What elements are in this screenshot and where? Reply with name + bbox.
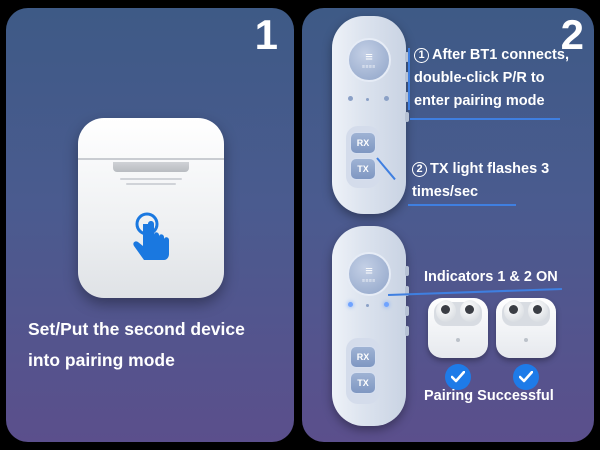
case-fine-print <box>120 178 182 180</box>
tap-hand-icon <box>133 212 169 260</box>
case-hinge <box>113 162 189 172</box>
indicators-label: Indicators 1 & 2 ON <box>424 269 558 285</box>
earbuds-case-2 <box>496 298 556 358</box>
side-button[interactable] <box>405 72 409 82</box>
check-icon <box>445 364 471 390</box>
indicator-led-1-on <box>348 302 353 307</box>
transmitter-device-bottom: ≡ ≡≡≡≡ RX TX <box>332 226 409 426</box>
step-number: 1 <box>254 11 278 58</box>
rx-button[interactable]: RX <box>350 132 376 154</box>
earbuds-case-1 <box>428 298 488 358</box>
rx-button[interactable]: RX <box>350 346 376 368</box>
brand-logo-icon: ≡ ≡≡≡≡ <box>347 38 391 82</box>
earbud-icon <box>504 300 524 322</box>
callout-1-underline <box>410 118 560 120</box>
case-lid-seam <box>78 158 224 160</box>
side-button[interactable] <box>405 266 409 276</box>
callout-2-text: TX light flashes 3 times/sec <box>412 161 550 200</box>
step-1-panel: 1 Set/Put the second device into pairing… <box>6 8 294 442</box>
check-icon <box>513 364 539 390</box>
case-fine-print <box>126 183 176 185</box>
indicator-led-2-on <box>384 302 389 307</box>
indicator-led-2 <box>384 96 389 101</box>
transmitter-device-top: ≡ ≡≡≡≡ RX TX <box>332 16 409 214</box>
indicator-led-1 <box>348 96 353 101</box>
side-button[interactable] <box>405 52 409 62</box>
earbud-case-image <box>78 118 224 298</box>
tx-button[interactable]: TX <box>350 158 376 180</box>
callout-2-underline <box>408 204 516 206</box>
indicator-dots <box>366 98 369 101</box>
side-button[interactable] <box>405 92 409 102</box>
pairing-successful-label: Pairing Successful <box>424 388 554 404</box>
step-number: 2 <box>560 11 584 58</box>
side-button[interactable] <box>405 306 409 316</box>
earbud-icon <box>436 300 456 322</box>
indicators-line <box>388 287 562 297</box>
side-button[interactable] <box>405 112 409 122</box>
side-button[interactable] <box>405 326 409 336</box>
side-button[interactable] <box>405 286 409 296</box>
callout-1-line <box>408 48 410 110</box>
step-1-instruction: Set/Put the second device into pairing m… <box>28 319 245 370</box>
callout-2-number: 2 <box>412 162 427 177</box>
earbud-icon <box>460 300 480 322</box>
callout-1-number: 1 <box>414 48 429 63</box>
callout-1-text: After BT1 connects, double-click P/R to … <box>414 47 569 109</box>
tx-button[interactable]: TX <box>350 372 376 394</box>
earbud-icon <box>528 300 548 322</box>
indicator-dots <box>366 304 369 307</box>
brand-logo-icon: ≡ ≡≡≡≡ <box>347 252 391 296</box>
